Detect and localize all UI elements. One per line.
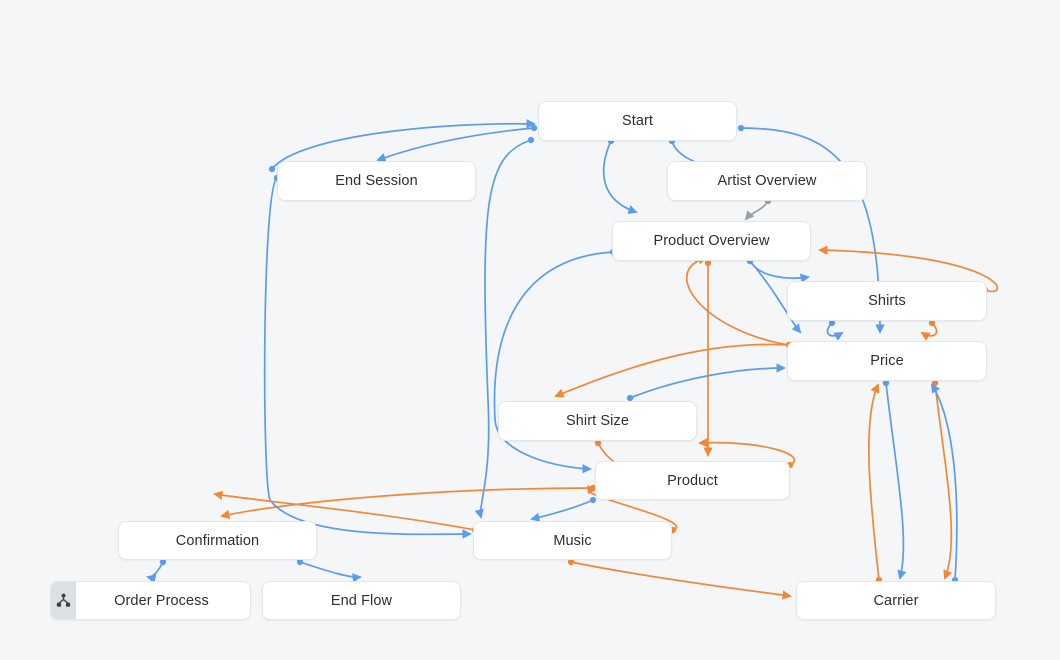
edge-product-overview-to-shirts[interactable] (746, 257, 810, 283)
node-label-carrier: Carrier (873, 592, 919, 609)
edge-shirt-size-to-price[interactable] (626, 363, 786, 402)
edge-price-to-shirt-size[interactable] (554, 341, 793, 398)
node-label-shirts: Shirts (868, 293, 906, 309)
node-shirts[interactable]: Shirts (787, 281, 987, 321)
node-label-music: Music (553, 532, 592, 549)
node-start[interactable]: Start (538, 101, 737, 141)
node-carrier[interactable]: Carrier (796, 581, 996, 620)
node-product-overview[interactable]: Product Overview (612, 221, 811, 261)
edge-shirts-to-price[interactable] (826, 319, 844, 341)
node-end-flow[interactable]: End Flow (262, 581, 461, 620)
node-end-session[interactable]: End Session (277, 161, 476, 201)
edge-carrier-to-price[interactable] (930, 383, 959, 584)
node-label-artist-overview: Artist Overview (717, 173, 817, 189)
node-label-order-process: Order Process (114, 592, 209, 609)
edge-price-to-carrier[interactable] (882, 379, 907, 580)
edge-confirmation-to-end-flow[interactable] (296, 558, 362, 583)
edge-music-to-carrier[interactable] (567, 558, 792, 600)
node-product[interactable]: Product (595, 461, 790, 500)
node-confirmation[interactable]: Confirmation (118, 521, 317, 560)
node-label-end-session: End Session (335, 173, 418, 189)
node-label-product: Product (667, 472, 718, 489)
node-price[interactable]: Price (787, 341, 987, 381)
node-label-confirmation: Confirmation (175, 532, 260, 549)
node-label-end-flow: End Flow (330, 592, 393, 609)
edge-product-to-music[interactable] (530, 496, 597, 522)
node-shirt-size[interactable]: Shirt Size (498, 401, 697, 441)
edge-price-to-carrier[interactable] (931, 379, 953, 580)
edge-price-to-shirts[interactable] (920, 319, 938, 341)
edge-start-to-product-overview[interactable] (602, 137, 638, 215)
node-label-start: Start (621, 113, 654, 129)
edge-start-to-music[interactable] (474, 136, 535, 519)
edge-end-session-to-music[interactable] (263, 174, 472, 539)
edge-artist-overview-to-product-overview[interactable] (744, 197, 772, 221)
edge-product-to-confirmation[interactable] (220, 484, 597, 520)
node-label-shirt-size: Shirt Size (565, 413, 630, 429)
node-music[interactable]: Music (473, 521, 672, 560)
node-order-process[interactable]: Order Process (50, 581, 251, 620)
edge-confirmation-to-order-process[interactable] (146, 558, 167, 584)
edge-start-to-end-session[interactable] (376, 124, 538, 162)
node-label-price: Price (870, 353, 904, 369)
node-artist-overview[interactable]: Artist Overview (667, 161, 867, 201)
edge-price-to-product-overview[interactable] (685, 255, 793, 349)
node-label-product-overview: Product Overview (653, 233, 770, 249)
hierarchy-icon (51, 582, 76, 619)
edge-carrier-to-price[interactable] (867, 383, 883, 584)
